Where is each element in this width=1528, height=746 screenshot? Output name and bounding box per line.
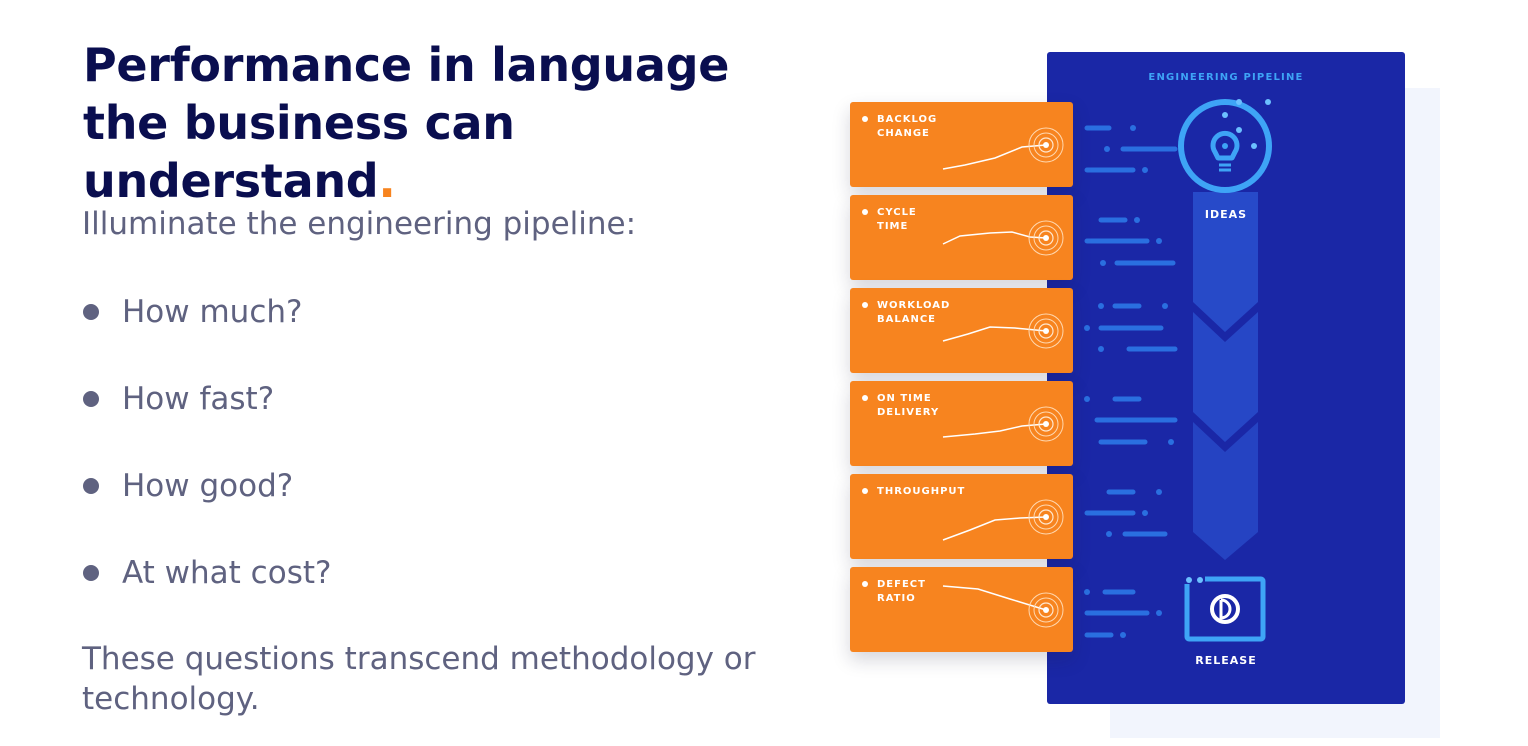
question-text: How fast?	[122, 381, 275, 417]
data-stream-lines	[1084, 125, 1178, 638]
metric-dot	[862, 395, 868, 401]
metric-label: WORKLOAD BALANCE	[877, 300, 951, 325]
metric-label: THROUGHPUT	[877, 486, 966, 497]
sparkline-up	[942, 406, 1064, 442]
question-text: How good?	[122, 468, 294, 504]
question-item: How much?	[82, 290, 331, 377]
metric-label: DEFECT RATIO	[877, 579, 926, 604]
metric-label: CYCLE TIME	[877, 207, 917, 232]
metric-card-throughput: THROUGHPUT	[850, 474, 1073, 559]
metric-dot	[862, 581, 868, 587]
pipeline-graphic	[1084, 99, 1272, 642]
bullet-icon	[83, 478, 99, 494]
sparkline-flat	[942, 220, 1064, 256]
pipeline-title: ENGINEERING PIPELINE	[1148, 72, 1304, 83]
release-label: RELEASE	[1195, 654, 1257, 667]
metric-dot	[862, 488, 868, 494]
sparkline-down	[942, 585, 1064, 628]
metric-dot	[862, 209, 868, 215]
metric-card-on-time-delivery: ON TIME DELIVERY	[850, 381, 1073, 466]
bullet-icon	[83, 391, 99, 407]
question-text: At what cost?	[122, 555, 332, 591]
question-item: How good?	[82, 464, 331, 551]
question-text: How much?	[122, 294, 303, 330]
metric-card-workload-balance: WORKLOAD BALANCE	[850, 288, 1073, 373]
metric-card-backlog-change: BACKLOG CHANGE	[850, 102, 1073, 187]
ideas-label: IDEAS	[1204, 208, 1248, 221]
metric-dot	[862, 302, 868, 308]
bullet-icon	[83, 304, 99, 320]
sparkline-up	[942, 499, 1064, 541]
bullet-icon	[83, 565, 99, 581]
release-logo-icon	[1183, 572, 1266, 642]
metric-card-defect-ratio: DEFECT RATIO	[850, 567, 1073, 652]
metric-label: BACKLOG CHANGE	[877, 114, 938, 139]
metric-label: ON TIME DELIVERY	[877, 393, 940, 418]
sparkline-up	[942, 127, 1064, 170]
question-item: At what cost?	[82, 551, 331, 638]
question-list: How much? How fast? How good? At what co…	[82, 290, 331, 638]
pipeline-arrow	[1193, 192, 1258, 560]
metric-dot	[862, 116, 868, 122]
closing-text: These questions transcend methodology or…	[82, 641, 756, 717]
metric-card-cycle-time: CYCLE TIME	[850, 195, 1073, 280]
headline-text: Performance in language the business can…	[83, 38, 730, 208]
lightbulb-icon	[1178, 99, 1272, 193]
intro-text: Illuminate the engineering pipeline:	[82, 206, 637, 242]
question-item: How fast?	[82, 377, 331, 464]
headline-accent-dot: .	[378, 154, 396, 208]
page-headline: Performance in language the business can…	[83, 36, 803, 210]
sparkline-flat	[942, 313, 1064, 349]
